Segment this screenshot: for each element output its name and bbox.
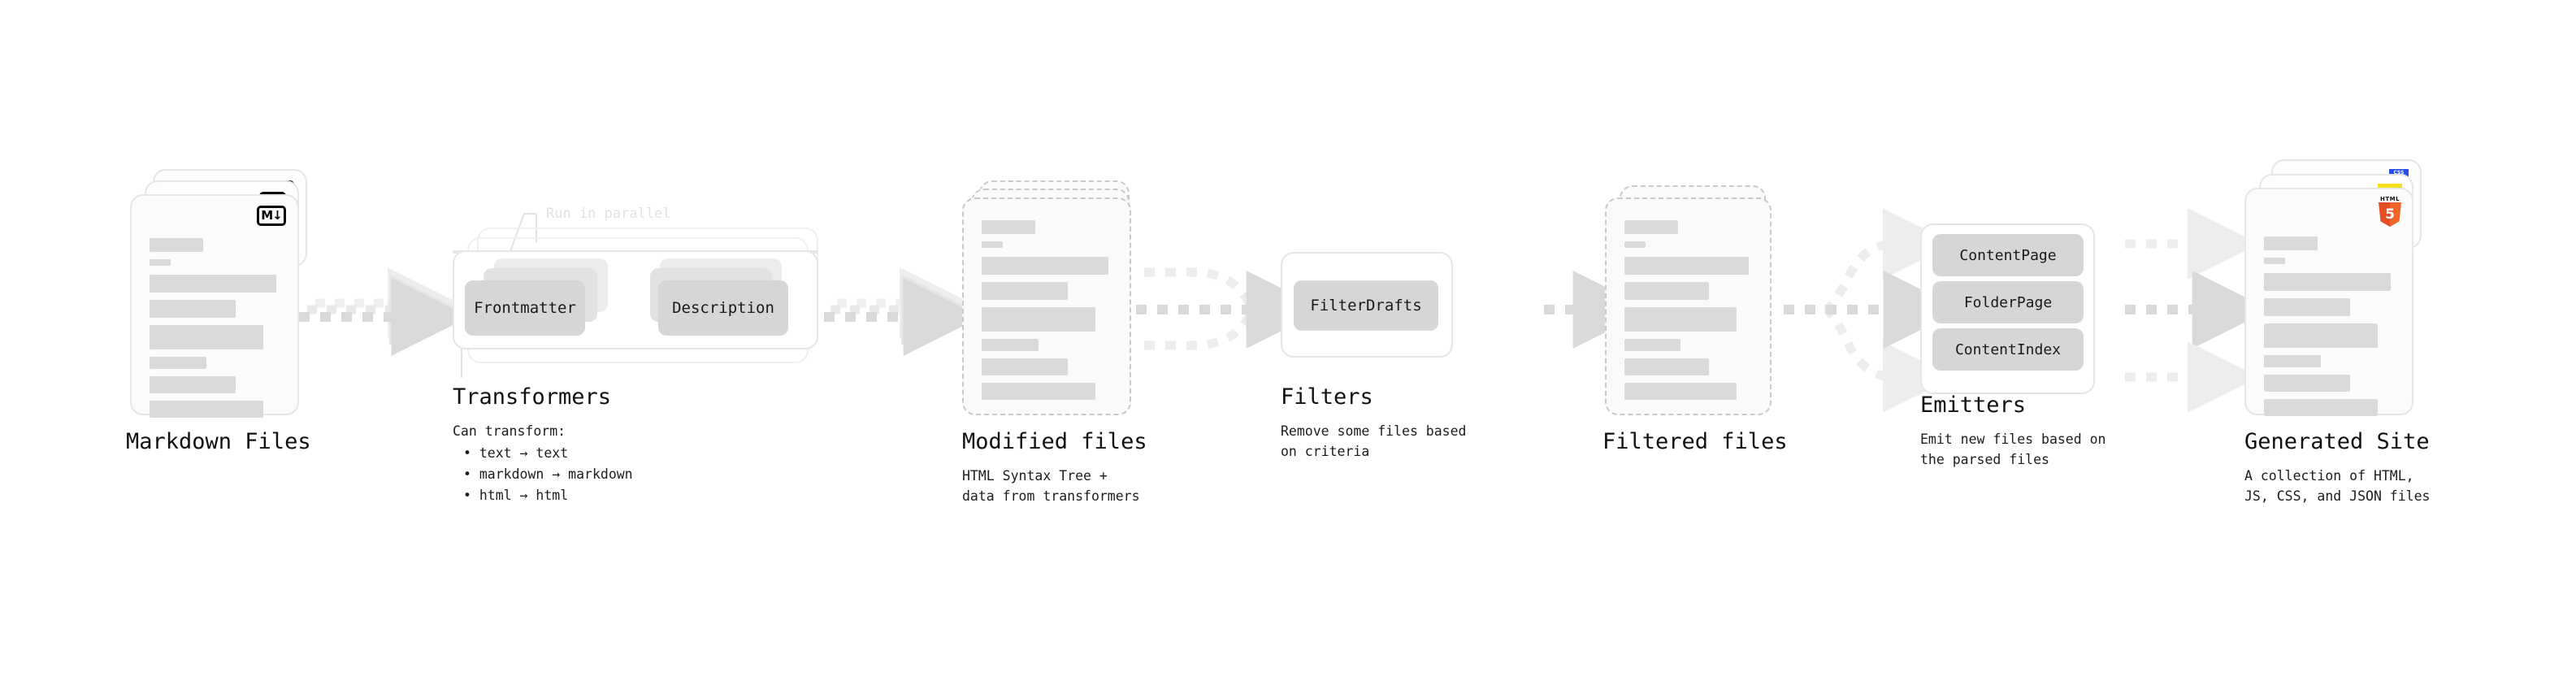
filter-chip-filterdrafts[interactable]: FilterDrafts: [1294, 280, 1438, 331]
stage-caption-modified-files: HTML Syntax Tree + data from transformer…: [962, 468, 1140, 504]
placeholder-lines: [150, 238, 276, 425]
file-card-front[interactable]: [1605, 197, 1772, 415]
connector-modified-to-filters: [1136, 267, 1325, 350]
emitter-chip-contentpage[interactable]: ContentPage: [1932, 234, 2084, 276]
bullet-dot: •: [463, 445, 479, 461]
stage-title-modified-files: Modified files: [962, 429, 1147, 454]
connector-filtered-to-emitters: [1784, 208, 1962, 413]
list-item: • text → text: [463, 443, 633, 464]
markdown-icon: M↓: [257, 206, 286, 226]
file-card-front-html[interactable]: HTML 5: [2244, 188, 2413, 416]
stage-title-generated-site: Generated Site: [2244, 429, 2430, 454]
connector-markdown-to-transformers: [299, 267, 470, 356]
bullet-text: markdown → markdown: [479, 466, 633, 482]
stage-caption-filters: Remove some files based on criteria: [1281, 423, 1467, 459]
emitter-chip-folderpage[interactable]: FolderPage: [1932, 281, 2084, 323]
stage-caption-emitters: Emit new files based on the parsed files: [1920, 432, 2106, 467]
transformer-chip-frontmatter[interactable]: Frontmatter: [465, 280, 585, 336]
bullet-text: text → text: [479, 445, 569, 461]
file-card-front[interactable]: [962, 197, 1131, 415]
placeholder-lines: [1624, 220, 1749, 407]
bullet-text: html → html: [479, 488, 569, 503]
run-in-parallel-label: Run in parallel: [546, 206, 671, 222]
connector-emitters-to-site: [2125, 208, 2270, 413]
stage-caption-generated-site: A collection of HTML, JS, CSS, and JSON …: [2244, 468, 2431, 504]
stage-title-filtered-files: Filtered files: [1602, 429, 1788, 454]
stage-title-filters: Filters: [1281, 384, 1373, 410]
html5-icon-caption: HTML: [2379, 196, 2400, 202]
html5-icon: HTML 5: [2378, 196, 2402, 227]
transformer-chip-description[interactable]: Description: [658, 280, 788, 336]
stage-title-emitters: Emitters: [1920, 393, 2027, 418]
stage-title-transformers: Transformers: [453, 384, 612, 410]
emitter-chip-contentindex[interactable]: ContentIndex: [1932, 328, 2084, 371]
stage-title-markdown-files: Markdown Files: [126, 429, 311, 454]
transformer-bullet-list: • text → text • markdown → markdown • ht…: [463, 443, 633, 506]
css3-icon: CSS: [2389, 169, 2409, 176]
placeholder-lines: [982, 220, 1108, 407]
html5-icon-five: 5: [2385, 206, 2395, 223]
list-item: • html → html: [463, 485, 633, 506]
stage-caption-transformers: Can transform:: [453, 423, 566, 439]
bullet-dot: •: [463, 466, 479, 482]
list-item: • markdown → markdown: [463, 464, 633, 485]
html5-icon-shield: 5: [2379, 202, 2401, 227]
placeholder-lines: [2264, 236, 2391, 423]
connector-transformers-to-modified: [824, 267, 982, 356]
file-card-front[interactable]: M↓: [130, 194, 299, 418]
bullet-dot: •: [463, 488, 479, 503]
